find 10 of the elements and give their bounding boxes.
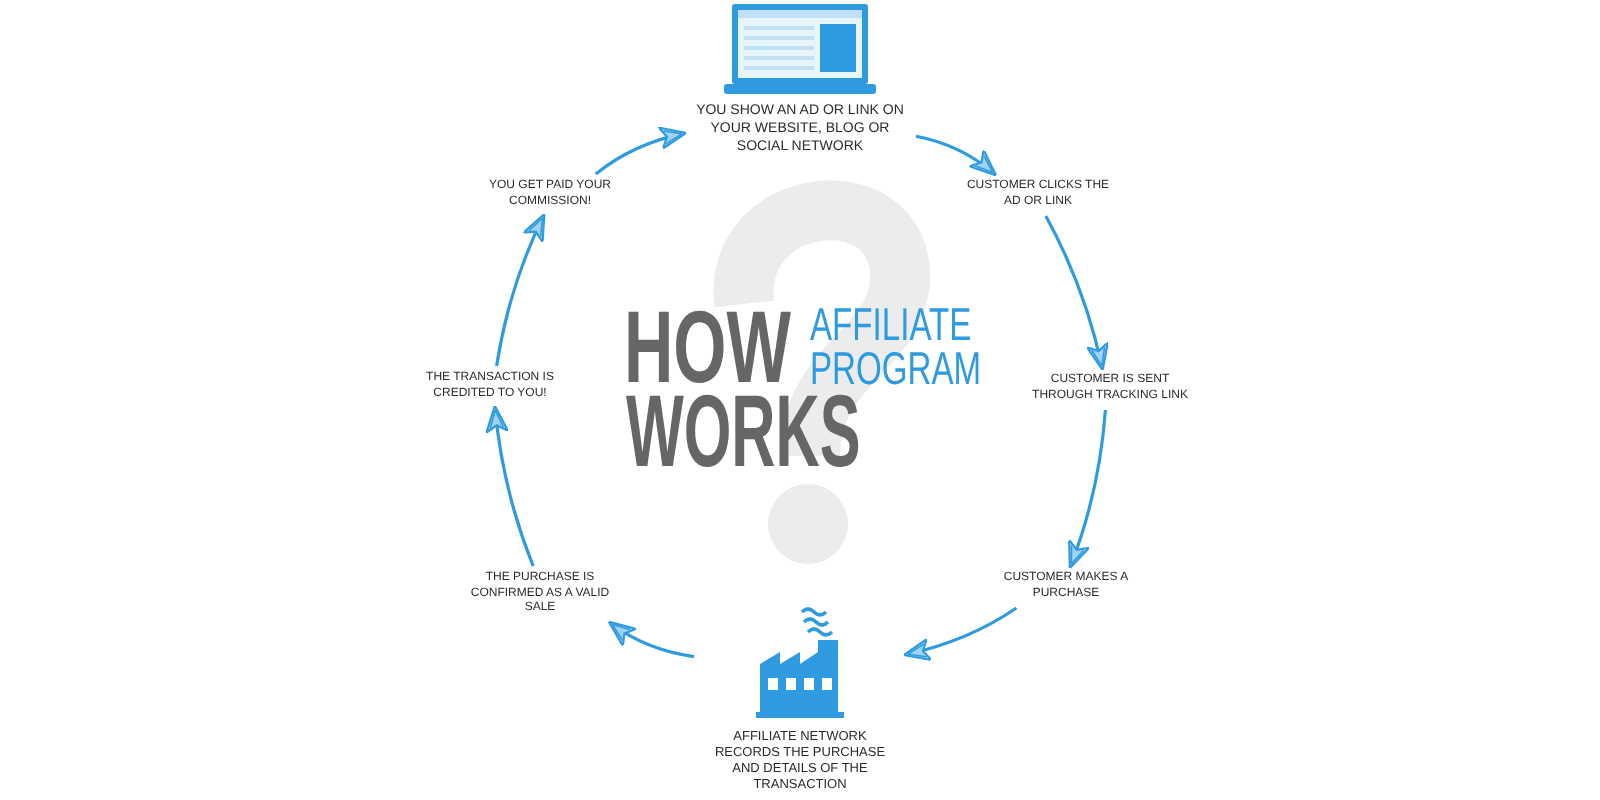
- arrow: [915, 134, 998, 177]
- arrow: [594, 126, 688, 176]
- arrow: [902, 606, 1018, 661]
- arrow: [607, 620, 695, 659]
- arrow: [1067, 409, 1107, 570]
- heading-text: HOW: [624, 296, 791, 398]
- arrow: [1044, 215, 1109, 372]
- arrow: [495, 212, 546, 367]
- arrow: [485, 404, 535, 567]
- heading-text: AFFILIATE PROGRAM: [810, 302, 984, 390]
